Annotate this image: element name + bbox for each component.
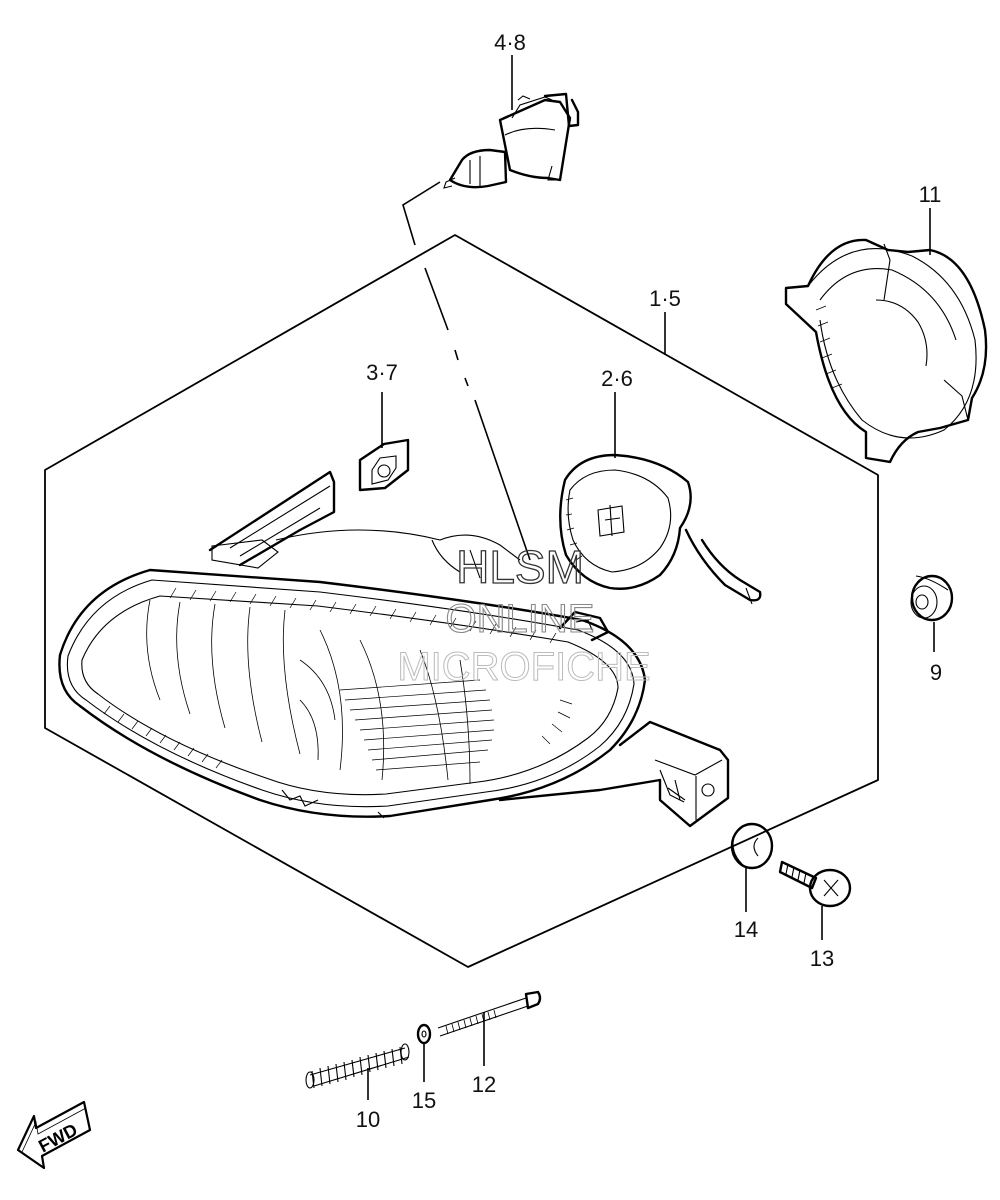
callout-socket: 2·6 [601, 366, 633, 391]
callout-spring: 10 [356, 1107, 380, 1132]
callout-grommet: 9 [930, 660, 942, 685]
callout-adjust-screw: 12 [472, 1072, 496, 1097]
watermark-line2: ONLINE [446, 597, 595, 641]
assembly-boundary [44, 234, 879, 968]
callout-screw: 13 [810, 946, 834, 971]
screw [778, 860, 852, 908]
callout-cover: 11 [919, 182, 942, 207]
callout-washer: 15 [412, 1088, 436, 1113]
watermark-line1: HLSM [456, 541, 584, 593]
callout-bulb: 4·8 [494, 30, 526, 55]
grommet [910, 574, 954, 622]
callout-cushion: 14 [734, 917, 758, 942]
reflector-lines [146, 599, 471, 785]
spring [305, 1043, 410, 1089]
fwd-badge: FWD [16, 1100, 92, 1170]
headlamp-housing [58, 470, 730, 828]
clip-nut [358, 438, 410, 492]
reflector-hatch [339, 679, 495, 771]
callout-housing-assy: 1·5 [649, 286, 681, 311]
fwd-arrow-icon [16, 1100, 92, 1170]
adjusting-screw [437, 990, 542, 1037]
bulb-leader-dashed [402, 181, 531, 561]
headlamp-cover [784, 238, 988, 464]
bulb [443, 92, 580, 189]
lens-rim-hatch-bottom [103, 699, 573, 769]
callout-clip: 3·7 [366, 360, 398, 385]
bulb-socket [559, 453, 762, 605]
washer [416, 1023, 432, 1045]
watermark-line3: MICROFICHE [397, 645, 650, 689]
lens-rim-hatch-top [169, 587, 557, 644]
cushion [730, 822, 774, 870]
leader-lines [367, 55, 935, 1100]
